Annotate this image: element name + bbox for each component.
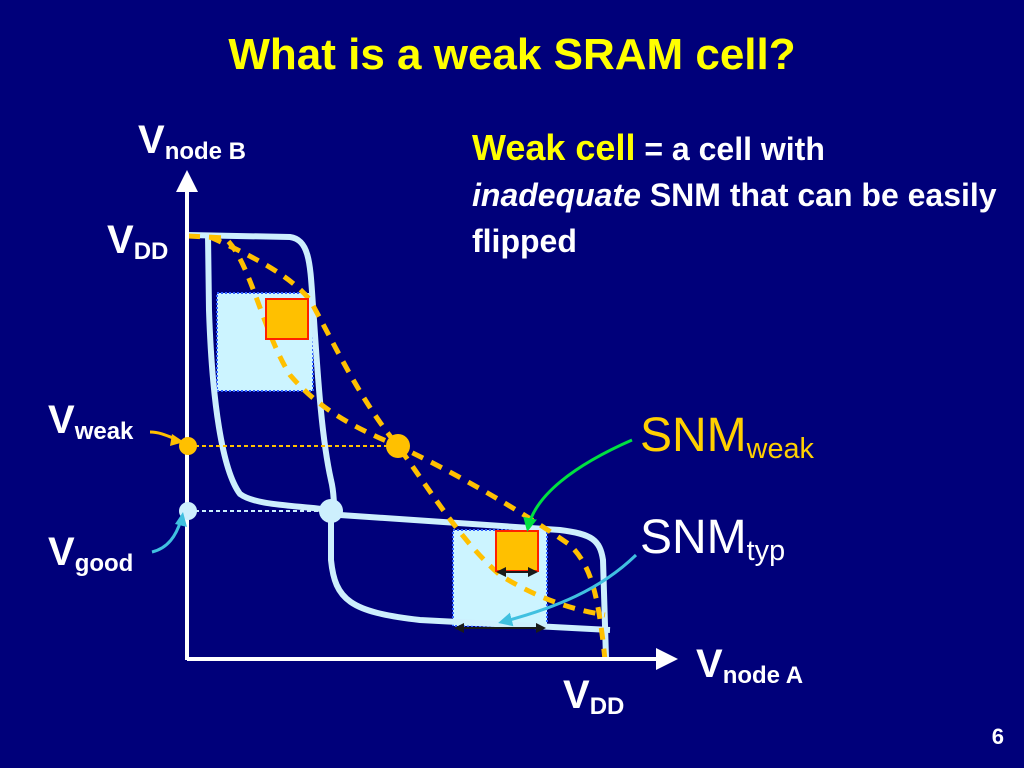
weak-metastable-point — [386, 434, 410, 458]
butterfly-curve-weak-2 — [208, 234, 606, 618]
snm-weak-square-lower — [495, 530, 539, 572]
weak-cell-term: Weak cell — [472, 127, 636, 168]
snm-typ-label: SNMtyp — [640, 511, 786, 568]
vdd-y-label: VDD — [107, 218, 169, 265]
x-axis-label: Vnode A — [696, 642, 804, 689]
v-good-label: Vgood — [48, 530, 134, 577]
snm-typ-arrow — [498, 553, 638, 627]
vdd-x-label: VDD — [563, 673, 625, 720]
snm-weak-arrow — [523, 438, 633, 532]
x-axis-arrow — [656, 648, 678, 670]
good-metastable-point — [319, 499, 343, 523]
y-axis-arrow — [176, 170, 198, 192]
snm-weak-square-upper — [265, 298, 309, 340]
butterfly-curve-typical-2 — [205, 234, 611, 633]
butterfly-curve-typical-1 — [187, 232, 609, 659]
v-good-pointer — [151, 519, 183, 554]
slide-title: What is a weak SRAM cell? — [228, 30, 796, 79]
weak-cell-definition: Weak cell = a cell with inadequate SNM t… — [472, 127, 997, 259]
page-number: 6 — [991, 724, 1004, 749]
y-axis-label: Vnode B — [138, 118, 247, 165]
snm-weak-label: SNMweak — [640, 409, 814, 466]
weak-point-axis — [179, 437, 197, 455]
v-weak-label: Vweak — [48, 398, 134, 445]
